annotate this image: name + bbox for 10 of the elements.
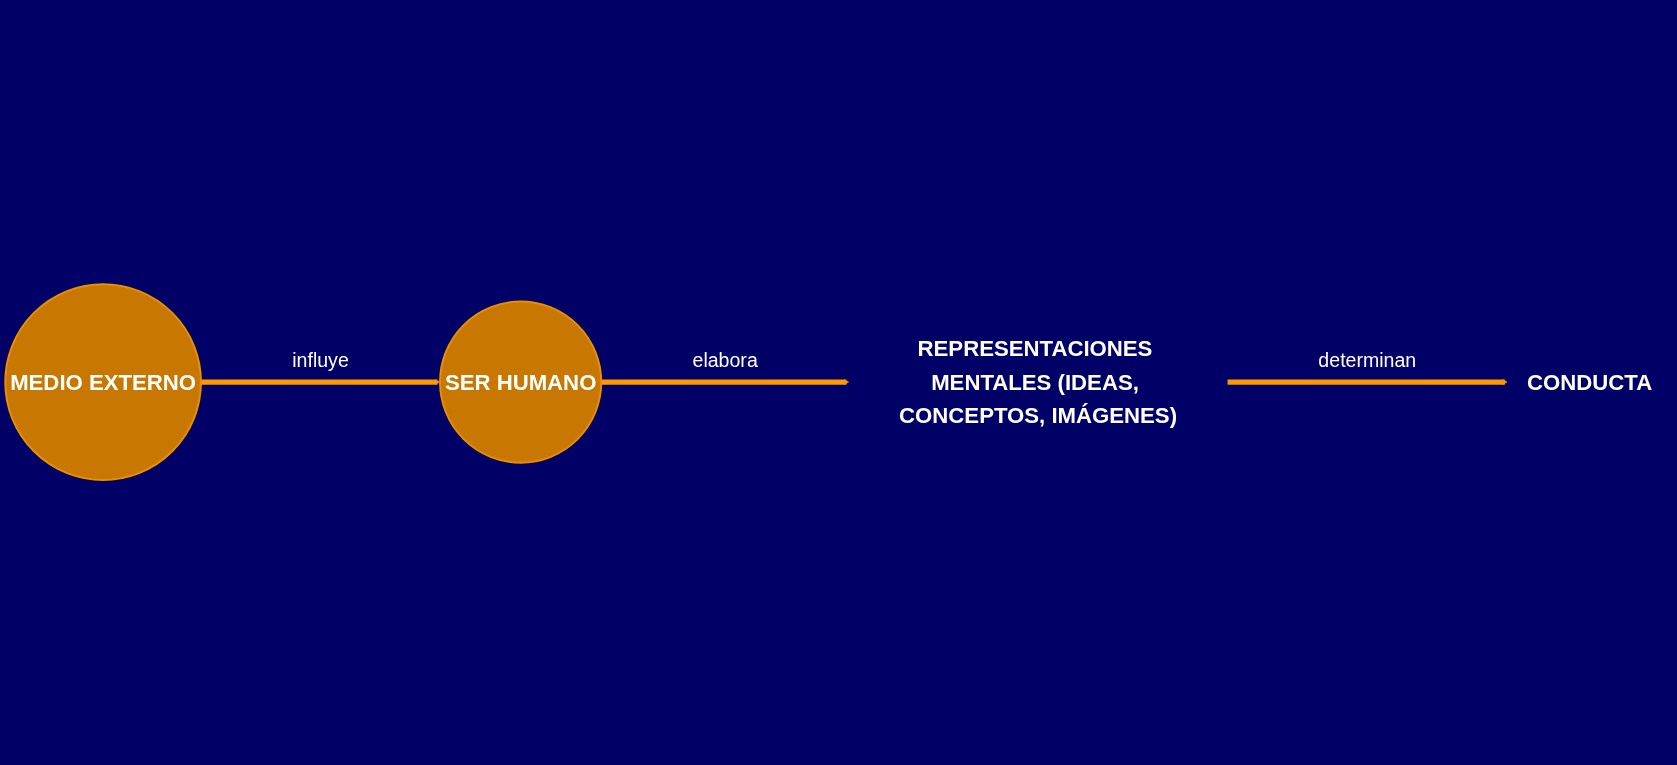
edge-label: determinan [1318,349,1417,372]
edge-label: influye [292,349,349,372]
node-text: REPRESENTACIONES MENTALES (IDEAS, CONCEPTOS, IMÁGENES) [899,336,1178,428]
arrow [601,379,850,386]
node-circle: SER HUMANO [439,300,603,465]
node-circle: MEDIO EXTERNO [4,283,202,482]
arrow [1227,379,1508,386]
edge-label: elabora [692,349,758,372]
arrow [200,379,441,386]
node-text: CONDUCTA [1527,369,1653,395]
